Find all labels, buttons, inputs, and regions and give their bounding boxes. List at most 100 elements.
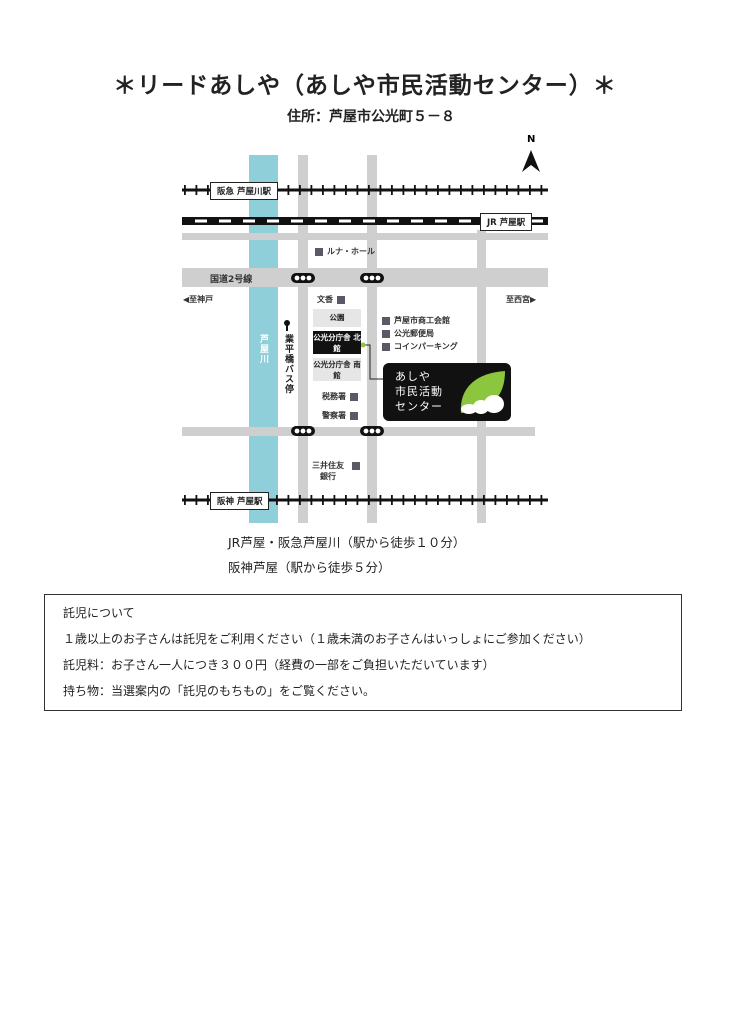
rail-tick	[483, 185, 485, 195]
river	[249, 155, 278, 523]
rail-tick	[460, 495, 462, 505]
road-vertical-2	[367, 155, 377, 523]
rail-tick	[460, 185, 462, 195]
rail-tick	[276, 495, 278, 505]
childcare-notice: 託児について １歳以上のお子さんは託児をご利用ください（１歳未満のお子さんはいっ…	[44, 594, 682, 711]
page-title: ＊リードあしや（あしや市民活動センター）＊	[113, 73, 617, 99]
bus-stop-label: 業平橋バス停	[283, 334, 293, 394]
rail-tick	[287, 185, 290, 195]
rail-tick	[529, 495, 531, 505]
rail-tick	[506, 495, 508, 505]
center-name: あしや 市民活動 センター	[395, 370, 443, 413]
rail-tick	[207, 185, 209, 195]
rail-tick	[379, 495, 382, 505]
smbc-marker	[352, 462, 360, 470]
signal-light	[363, 275, 369, 281]
rail-tick	[356, 185, 359, 195]
childcare-items: 持ち物：当選案内の「託児のもちもの」をご覧ください。	[63, 684, 376, 698]
rail-tick	[195, 185, 198, 195]
center-pointer-dot	[360, 342, 366, 348]
rail-tick	[391, 495, 393, 505]
signal-light	[369, 275, 375, 281]
signal-light	[300, 428, 306, 434]
station-jr-ashiya: JR 芦屋駅	[480, 213, 533, 231]
landmark-post-office: 公光郵便局	[378, 328, 434, 339]
rail-tick	[506, 185, 508, 195]
signal-light	[369, 428, 375, 434]
jr-rail-dash	[387, 219, 399, 223]
rail-tick	[437, 185, 439, 195]
rail-tick	[299, 495, 301, 505]
north-arrow-icon	[522, 150, 540, 172]
rail-tick	[425, 185, 428, 195]
jr-rail-dash	[243, 219, 255, 223]
rail-tick	[448, 495, 451, 505]
signal-light	[363, 428, 369, 434]
rail-tick	[333, 495, 336, 505]
rail-tick	[345, 185, 347, 195]
access-line-1: JR芦屋・阪急芦屋川（駅から徒歩１０分）	[228, 535, 466, 550]
landmark-smbc: 三井住友 銀行	[312, 461, 344, 481]
rail-tick	[517, 185, 520, 195]
childcare-line: １歳以上のお子さんは託児をご利用ください（１歳未満のお子さんはいっしょにご参加く…	[63, 632, 591, 646]
jr-rail-dash	[459, 219, 471, 223]
rail-tick	[333, 185, 336, 195]
rail-tick	[471, 185, 474, 195]
rail-tick	[345, 495, 347, 505]
rail-tick	[414, 495, 416, 505]
hankyu-railway	[182, 188, 548, 192]
route2-label: 国道2号線	[210, 275, 253, 285]
rail-tick	[402, 495, 405, 505]
signal-light	[294, 428, 300, 434]
hanshin-railway	[182, 498, 548, 502]
jr-rail-dash	[195, 219, 207, 223]
childcare-heading: 託児について	[63, 606, 135, 620]
rail-tick	[368, 495, 370, 505]
landmark-chamber: 芦屋市商工会館	[378, 315, 450, 326]
ashiya-civic-center: あしや 市民活動 センター	[383, 363, 511, 421]
station-hankyu-ashiyagawa: 阪急 芦屋川駅	[210, 182, 278, 200]
jr-rail-dash	[339, 219, 351, 223]
rail-tick	[299, 185, 301, 195]
rail-tick	[310, 495, 313, 505]
center-logo-icon	[460, 371, 505, 414]
signal-light	[294, 275, 300, 281]
jr-rail-dash	[363, 219, 375, 223]
rail-tick	[517, 495, 520, 505]
jr-rail-dash	[435, 219, 447, 223]
landmark-police: 警察署	[322, 410, 362, 421]
rail-tick	[494, 495, 497, 505]
rail-tick	[310, 185, 313, 195]
landmark-bunka: 文香	[317, 294, 349, 305]
station-hanshin-ashiya: 阪神 芦屋駅	[210, 492, 270, 510]
rail-tick	[322, 495, 324, 505]
signal-light	[300, 275, 306, 281]
rail-tick	[414, 185, 416, 195]
signal-light	[306, 428, 312, 434]
landmark-north-building: 公光分庁舎 北館	[313, 331, 361, 354]
bus-stop-pole	[286, 323, 288, 331]
road-vertical-1	[298, 155, 308, 523]
center-pointer-line	[363, 344, 383, 380]
north-label: N	[527, 134, 535, 145]
signal-light	[375, 428, 381, 434]
rail-tick	[184, 185, 186, 195]
road-horizontal-1	[182, 233, 548, 240]
jr-rail-dash	[315, 219, 327, 223]
rail-tick	[402, 185, 405, 195]
jr-rail-dash	[531, 219, 543, 223]
rail-tick	[391, 185, 393, 195]
rail-tick	[368, 185, 370, 195]
rail-tick	[448, 185, 451, 195]
jr-rail-dash	[267, 219, 279, 223]
signal-light	[306, 275, 312, 281]
rail-tick	[425, 495, 428, 505]
rail-tick	[184, 495, 186, 505]
rail-tick	[471, 495, 474, 505]
access-line-2: 阪神芦屋（駅から徒歩５分）	[228, 560, 391, 575]
river-label: 芦屋川	[258, 334, 268, 364]
rail-tick	[356, 495, 359, 505]
landmark-south-building: 公光分庁舎 南館	[313, 358, 361, 381]
